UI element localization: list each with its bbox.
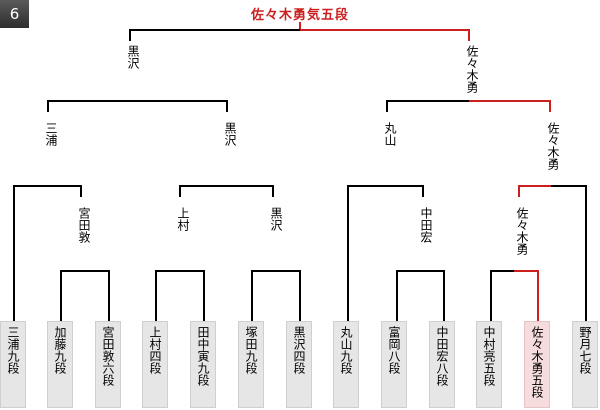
qf-drop	[585, 185, 587, 321]
r1-drop	[490, 270, 492, 321]
r1-drop	[155, 270, 157, 321]
qf-drop	[422, 185, 424, 197]
semi-bar-right-b	[469, 100, 551, 102]
player-box[interactable]: 中田宏八段	[429, 321, 455, 408]
semi-bar-left	[47, 100, 228, 102]
champion-stem	[299, 22, 301, 30]
player-name: 中田宏八段	[435, 326, 449, 386]
r1-drop	[60, 270, 62, 321]
player-box[interactable]: 宮田敦六段	[95, 321, 121, 408]
qf-bar	[551, 185, 587, 187]
player-name: 佐々木勇五段	[530, 326, 544, 398]
r1-drop	[443, 270, 445, 321]
r1-bar	[155, 270, 205, 272]
qf-drop	[518, 185, 520, 197]
player-name: 三浦九段	[6, 326, 20, 374]
final-drop-left	[129, 29, 131, 41]
player-box[interactable]: 黒沢四段	[286, 321, 312, 408]
qf-bar	[179, 185, 274, 187]
player-box[interactable]: 上村四段	[142, 321, 168, 408]
r1-drop	[299, 270, 301, 321]
player-name: 加藤九段	[53, 326, 67, 374]
player-box[interactable]: 塚田九段	[238, 321, 264, 408]
final-drop-right	[468, 29, 470, 41]
semi-drop	[47, 100, 49, 112]
player-box[interactable]: 三浦九段	[0, 321, 26, 408]
qf-drop	[179, 185, 181, 197]
player-name: 富岡八段	[387, 326, 401, 374]
semifinalist: 黒沢	[223, 122, 237, 146]
qf-drop	[80, 185, 82, 197]
qf-bar	[13, 185, 82, 187]
semi-drop	[226, 100, 228, 112]
player-name: 田中寅九段	[196, 326, 210, 386]
player-name: 野月七段	[578, 326, 592, 374]
r1-drop	[108, 270, 110, 321]
finalist-left: 黒沢	[126, 45, 140, 69]
r1-bar	[490, 270, 514, 272]
semifinalist: 佐々木勇	[546, 122, 560, 170]
champion-name: 佐々木勇気五段	[250, 8, 349, 23]
quarterfinalist: 上村	[176, 207, 190, 231]
player-box[interactable]: 田中寅九段	[190, 321, 216, 408]
semi-bar-right-a	[386, 100, 469, 102]
r1-bar	[251, 270, 301, 272]
semi-drop	[549, 100, 551, 112]
quarterfinalist: 佐々木勇	[515, 207, 529, 255]
qf-drop	[272, 185, 274, 197]
player-box[interactable]: 野月七段	[572, 321, 598, 408]
r1-bar	[396, 270, 445, 272]
r1-drop	[537, 270, 539, 321]
player-box[interactable]: 富岡八段	[381, 321, 407, 408]
player-name: 黒沢四段	[292, 326, 306, 374]
final-bar-right	[300, 29, 470, 31]
quarterfinalist: 宮田敦	[77, 207, 91, 243]
player-box-winner[interactable]: 佐々木勇五段	[524, 321, 550, 408]
player-name: 丸山九段	[339, 326, 353, 374]
round-badge: 6	[0, 0, 29, 28]
r1-drop	[203, 270, 205, 321]
quarterfinalist: 黒沢	[269, 207, 283, 231]
finalist-right: 佐々木勇	[465, 45, 479, 93]
qf-bar	[347, 185, 424, 187]
quarterfinalist: 中田宏	[419, 207, 433, 243]
r1-drop	[251, 270, 253, 321]
r1-bar	[60, 270, 110, 272]
player-name: 中村亮五段	[482, 326, 496, 386]
player-box[interactable]: 加藤九段	[47, 321, 73, 408]
final-bar-left	[130, 29, 300, 31]
semifinalist: 丸山	[383, 122, 397, 146]
qf-drop	[347, 185, 349, 321]
qf-bar-red	[518, 185, 551, 187]
semifinalist: 三浦	[44, 122, 58, 146]
semi-drop	[386, 100, 388, 112]
r1-bar-red	[514, 270, 539, 272]
player-box[interactable]: 丸山九段	[333, 321, 359, 408]
qf-drop	[13, 185, 15, 321]
player-name: 宮田敦六段	[101, 326, 115, 386]
player-box[interactable]: 中村亮五段	[476, 321, 502, 408]
r1-drop	[396, 270, 398, 321]
player-name: 塚田九段	[244, 326, 258, 374]
player-name: 上村四段	[148, 326, 162, 374]
